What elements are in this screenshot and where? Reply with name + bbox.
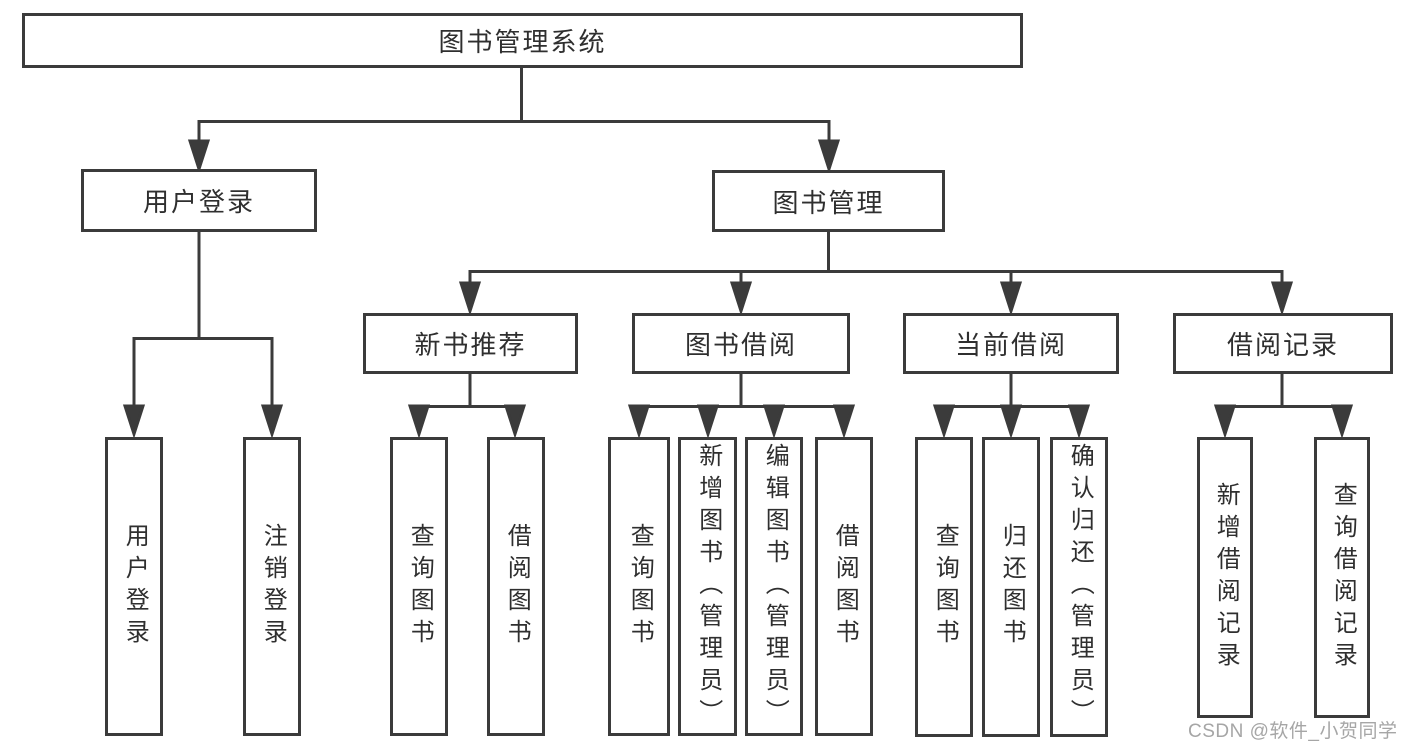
node-user-login: 用户登录 xyxy=(81,169,317,232)
leaf-query-book-borrow: 查询图书 xyxy=(608,437,670,736)
leaf-query-book-recommend: 查询图书 xyxy=(390,437,448,736)
leaf-add-book-admin-label: 新增图书（管理员） xyxy=(694,442,722,731)
node-book-borrow: 图书借阅 xyxy=(632,313,850,374)
leaf-confirm-return-admin: 确认归还（管理员） xyxy=(1050,437,1108,737)
leaf-edit-book-admin: 编辑图书（管理员） xyxy=(745,437,803,736)
node-book-management-label: 图书管理 xyxy=(772,187,885,218)
leaf-add-book-admin: 新增图书（管理员） xyxy=(678,437,737,736)
node-user-login-label: 用户登录 xyxy=(142,187,255,217)
node-new-book-recommend: 新书推荐 xyxy=(363,313,578,374)
leaf-add-borrow-record-label: 新增借阅记录 xyxy=(1212,481,1240,674)
node-borrow-record-label: 借阅记录 xyxy=(1226,330,1339,360)
leaf-query-book-borrow-label: 查询图书 xyxy=(626,522,654,651)
leaf-query-current-borrow: 查询图书 xyxy=(915,437,973,737)
leaf-logout-label: 注销登录 xyxy=(259,522,287,651)
csdn-watermark: CSDN @软件_小贺同学 xyxy=(1188,721,1398,742)
leaf-borrow-book: 借阅图书 xyxy=(815,437,873,736)
leaf-user-login: 用户登录 xyxy=(105,437,163,736)
leaf-confirm-return-admin-label: 确认归还（管理员） xyxy=(1066,443,1094,731)
leaf-query-current-borrow-label: 查询图书 xyxy=(931,523,959,651)
leaf-borrow-book-label: 借阅图书 xyxy=(831,522,859,651)
leaf-query-borrow-record: 查询借阅记录 xyxy=(1314,437,1370,718)
leaf-logout: 注销登录 xyxy=(243,437,301,736)
leaf-query-borrow-record-label: 查询借阅记录 xyxy=(1329,481,1357,674)
leaf-query-book-recommend-label: 查询图书 xyxy=(406,522,434,651)
node-borrow-record: 借阅记录 xyxy=(1173,313,1393,374)
leaf-return-book: 归还图书 xyxy=(982,437,1040,737)
leaf-borrow-book-recommend: 借阅图书 xyxy=(487,437,545,736)
leaf-user-login-label: 用户登录 xyxy=(121,522,149,651)
leaf-return-book-label: 归还图书 xyxy=(998,523,1026,651)
node-current-borrow-label: 当前借阅 xyxy=(954,330,1067,360)
leaf-edit-book-admin-label: 编辑图书（管理员） xyxy=(761,442,789,731)
node-book-management: 图书管理 xyxy=(712,170,945,232)
node-root: 图书管理系统 xyxy=(22,13,1023,68)
node-root-label: 图书管理系统 xyxy=(438,27,607,57)
node-book-borrow-label: 图书借阅 xyxy=(684,330,797,360)
node-current-borrow: 当前借阅 xyxy=(903,313,1119,374)
leaf-borrow-book-recommend-label: 借阅图书 xyxy=(503,522,531,651)
leaf-add-borrow-record: 新增借阅记录 xyxy=(1197,437,1253,718)
node-new-book-recommend-label: 新书推荐 xyxy=(414,330,527,360)
